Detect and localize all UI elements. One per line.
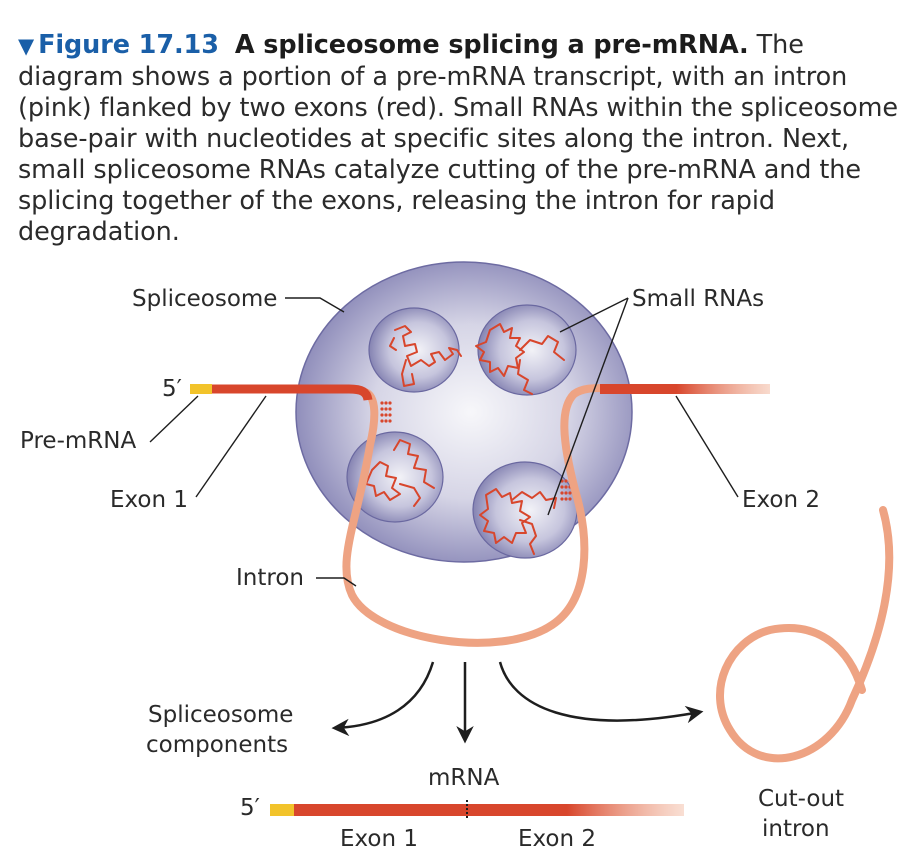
label-five-prime-top: 5′ [162, 376, 182, 402]
label-spliceosome: Spliceosome [132, 286, 277, 312]
spliceosome-subunit-bottom-right [472, 461, 578, 559]
small-rna-2 [475, 323, 565, 395]
leader-exon-1 [195, 395, 267, 498]
arrow-to-lariat [498, 661, 704, 724]
label-cut-out-intron-line1: Cut-out [758, 786, 844, 812]
label-exon-2-top: Exon 2 [742, 487, 820, 513]
spliceosome-subunit-top-left [368, 307, 460, 393]
exon-1-strand [212, 384, 373, 401]
exon-2-strand [600, 384, 770, 394]
label-exon-1-bottom: Exon 1 [340, 826, 418, 852]
label-mrna: mRNA [428, 765, 500, 791]
label-intron: Intron [236, 565, 304, 591]
small-rna-3 [365, 439, 435, 507]
figure-title: A spliceosome splicing a pre-mRNA. [234, 30, 749, 60]
cut-out-intron-lariat [716, 506, 894, 763]
label-spliceosome-components-line1: Spliceosome [148, 702, 293, 728]
label-cut-out-intron-line2: intron [762, 816, 830, 842]
leader-spliceosome [285, 297, 345, 313]
label-exon-2-bottom: Exon 2 [518, 826, 596, 852]
caption-body: The diagram shows a portion of a pre-mRN… [18, 30, 898, 247]
label-spliceosome-components-line2: components [146, 732, 288, 758]
five-prime-cap-bottom [270, 804, 294, 816]
mrna-strand [294, 804, 684, 816]
figure-caption: ▼Figure 17.13 A spliceosome splicing a p… [18, 30, 908, 248]
leader-small-rnas-2 [547, 297, 629, 516]
five-prime-cap-top [190, 384, 212, 394]
small-rna-4 [479, 488, 557, 555]
leader-exon-2 [675, 395, 739, 498]
leader-pre-mrna [149, 395, 199, 443]
label-exon-1-top: Exon 1 [110, 487, 188, 513]
caption-triangle-icon: ▼ [18, 34, 35, 58]
arrow-to-components [331, 661, 435, 737]
label-small-rnas: Small RNAs [632, 286, 764, 312]
intron-strand [342, 384, 606, 647]
small-rna-1 [389, 325, 462, 387]
leader-intron [316, 577, 357, 587]
label-pre-mrna: Pre-mRNA [20, 428, 136, 454]
label-five-prime-bottom: 5′ [240, 795, 260, 821]
figure-number: Figure 17.13 [38, 30, 219, 60]
leader-small-rnas-1 [559, 297, 629, 333]
